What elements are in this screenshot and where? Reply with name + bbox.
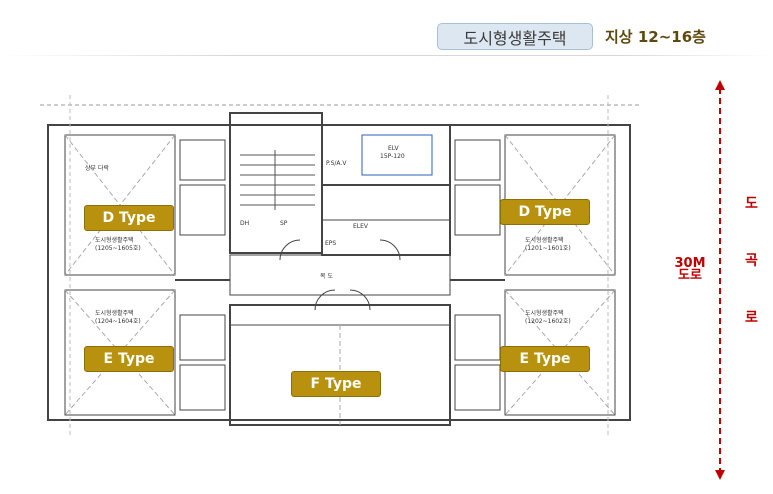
unit-label-e-left: E Type [84,346,174,372]
road-width-value: 30M [674,256,706,271]
label-e-right-rooms: (1202~1602호) [525,318,571,325]
label-eps: EPS [325,240,336,247]
label-dh: DH [240,220,249,227]
header-floors: 지상 12~16층 [605,28,706,46]
road-char-2: 곡 [745,253,758,269]
label-elev-car: ELV [388,145,399,152]
road-char-1: 도 [745,196,758,212]
label-elev-spec: 15P-120 [380,153,405,160]
road-width-unit: 도로 [678,268,702,283]
label-e-right: 도시형생활주택 [525,309,564,317]
label-d-left: 도시형생활주택 [95,236,134,244]
header-badge: 도시형생활주택 [437,23,593,50]
road-width-label: 30M 도로 [670,256,710,283]
floor-plan: ELEV ELV 15P-120 복 도 DH SP EPS P.S/A.V 상… [40,95,640,435]
label-d-left-rooms: (1205~1605호) [95,245,141,252]
unit-label-f: F Type [291,371,381,397]
label-psav: P.S/A.V [326,160,347,167]
unit-label-e-right: E Type [500,346,590,372]
road-char-3: 로 [745,310,758,326]
label-e-left: 도시형생활주택 [95,309,134,317]
label-sp: SP [280,220,288,227]
unit-label-d-left: D Type [84,205,174,231]
label-balcony: 상부 다락 [85,164,109,172]
label-corridor: 복 도 [320,273,333,280]
road-arrow [715,80,725,480]
unit-label-d-right: D Type [500,199,590,225]
label-e-left-rooms: (1204~1604호) [95,318,141,325]
label-d-right-rooms: (1201~1601호) [525,245,571,252]
header-divider [0,55,773,56]
label-elev-room: ELEV [353,223,369,230]
label-d-right: 도시형생활주택 [525,236,564,244]
